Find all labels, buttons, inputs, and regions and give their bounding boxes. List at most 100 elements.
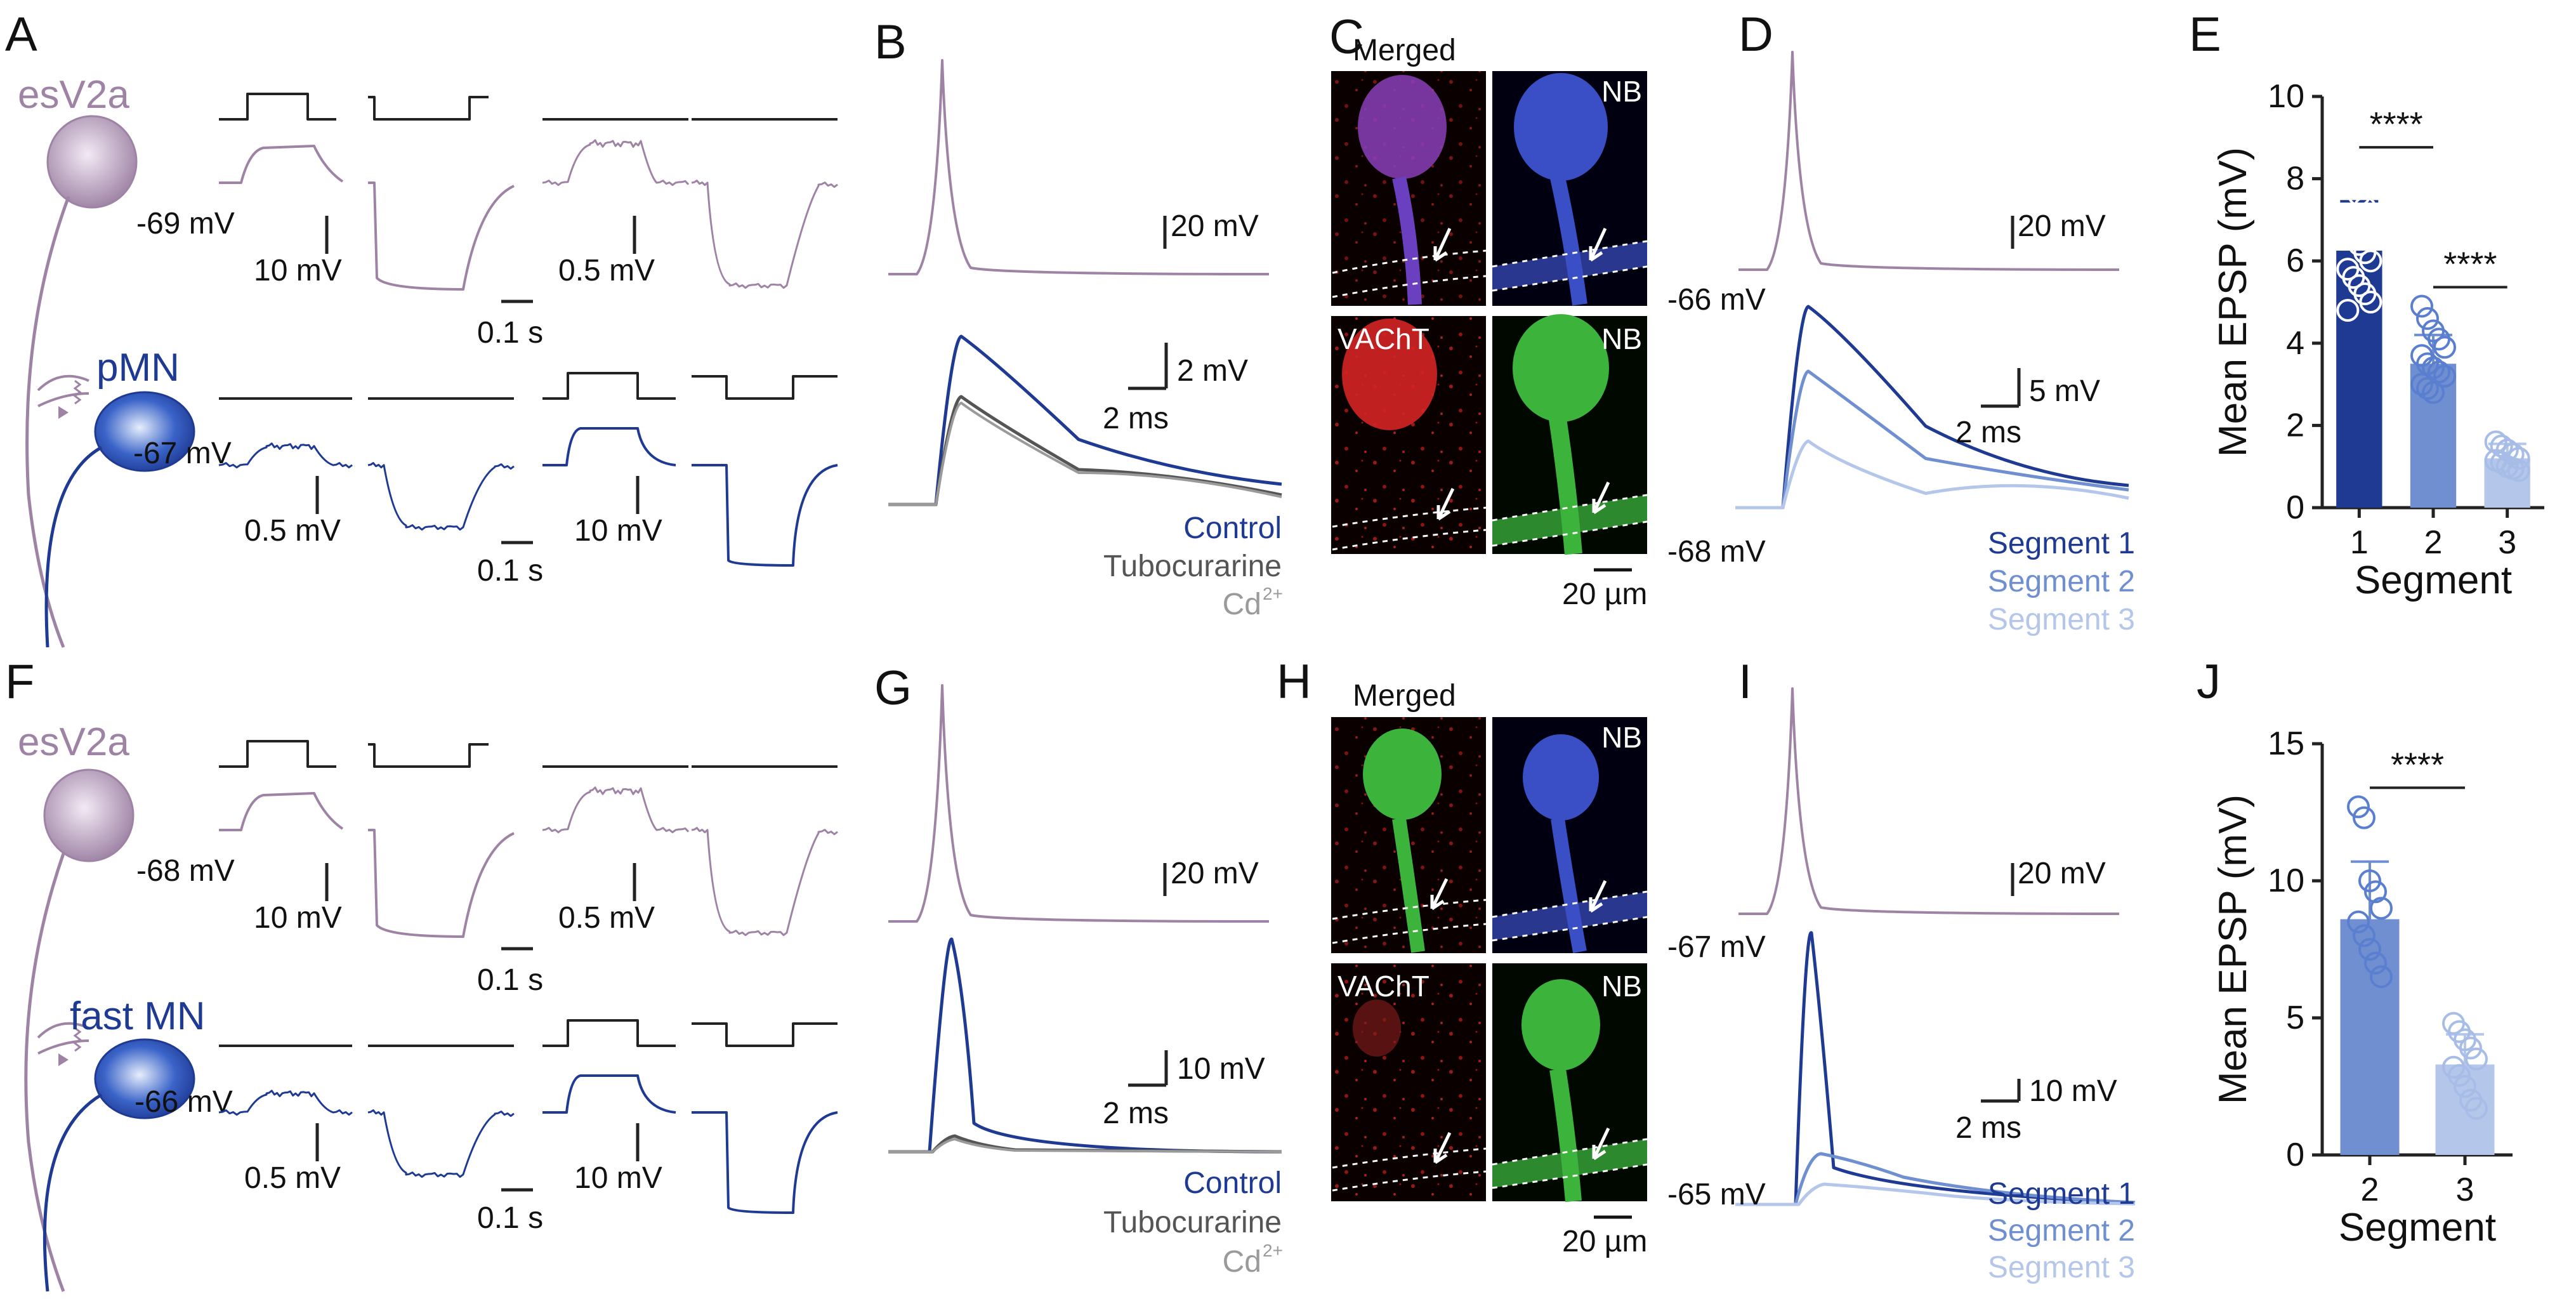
pmn-neuron-soma (94, 391, 195, 472)
data-point (2364, 951, 2387, 975)
scalebar-10mv-I: 10 mV (2029, 1074, 2117, 1108)
data-point (2336, 298, 2360, 322)
data-point (2359, 291, 2382, 313)
scalebar-05mv-esv2a: 0.5 mV (558, 254, 655, 287)
scalebar-05mv-pmn: 0.5 mV (244, 514, 341, 548)
panel-label-A: A (5, 8, 37, 62)
scalebar-20mv-G: 20 mV (1171, 857, 1259, 890)
esv2a-synapse-branch-F (37, 1022, 89, 1055)
legend-segment3-D: Segment 3 (1988, 603, 2135, 636)
current-steps-and-responses-A (218, 93, 838, 567)
panel-label-B: B (874, 15, 907, 69)
data-point (2353, 195, 2377, 219)
epsp-segment3-trace (1735, 1182, 2136, 1206)
data-point (2416, 352, 2439, 376)
epsp-segment1-trace (1735, 305, 2129, 510)
panel-label-F: F (5, 655, 34, 709)
data-point (2433, 336, 2456, 359)
epsp-cd-trace (888, 402, 1282, 506)
y-tick-label: 2 (2286, 407, 2304, 444)
dashed-outline-merged-C (1332, 249, 1487, 298)
x-tick-label: 3 (2456, 1171, 2474, 1208)
dashed-outline-vacht-C (1332, 506, 1487, 551)
scalebar-2mv-B: 2 mV (1177, 354, 1248, 388)
response-trace (692, 1111, 838, 1214)
vacht-puncta-H (1331, 963, 1486, 1201)
x-tick-label: 1 (2350, 524, 2369, 561)
image-label-nb-2-H: NB (1601, 970, 1642, 1003)
data-point (2484, 430, 2507, 454)
panel-label-H: H (1277, 655, 1311, 709)
nerve-bundle-nb-C (1492, 241, 1647, 291)
panel-label-I: I (1738, 655, 1752, 709)
neuron-soma-nb-green-C (1513, 314, 1609, 422)
vacht-soma-C (1342, 319, 1437, 430)
epsp-control-trace (888, 334, 1282, 506)
y-tick-label: 4 (2286, 325, 2304, 362)
arrow-icon (1589, 880, 1607, 913)
response-trace-coupled (367, 1109, 515, 1178)
panel-F: F esV2a fast MN -68 mV -66 mV 10 mV 0.5 … (5, 655, 838, 1292)
command-step-up (542, 1019, 676, 1047)
panel-label-J: J (2197, 655, 2221, 709)
image-label-vacht-H: VAChT (1337, 970, 1429, 1003)
data-point (2422, 356, 2445, 379)
neuron-axon-nb-H (1551, 817, 1587, 953)
cell-label-fast-mn: fast MN (70, 994, 206, 1038)
data-point (2410, 373, 2433, 396)
scalebar-time-A1: 0.1 s (477, 316, 543, 350)
command-step-up (542, 372, 676, 400)
panel-H: H Merged NB VAChT NB 20 µm (1277, 655, 1647, 1258)
arrow-icon (1430, 878, 1449, 911)
y-axis-label: Mean EPSP (mV) (2211, 147, 2255, 457)
esv2a-neuron-soma-F (43, 768, 135, 862)
scalebar-2ms-B: 2 ms (1103, 402, 1169, 435)
data-point (2416, 377, 2439, 400)
legend-cd-B: Cd (1223, 588, 1261, 621)
y-tick-label: 5 (2286, 999, 2304, 1036)
resting-potential-esv2a-F: -68 mV (136, 854, 235, 888)
arrow-icon (1433, 1131, 1452, 1164)
command-step-down (692, 1022, 838, 1047)
fast-mn-neuron-soma (94, 1038, 195, 1119)
dashed-outline-nb-C (1492, 240, 1648, 292)
x-tick-label: 2 (2361, 1171, 2379, 1208)
data-point (2454, 1075, 2476, 1098)
image-label-merged-C: Merged (1353, 34, 1456, 67)
scalebar-2ms-G: 2 ms (1103, 1097, 1169, 1130)
legend-cd-superscript-G: 2+ (1263, 1241, 1283, 1260)
scalebar-5mv-D: 5 mV (2029, 374, 2100, 408)
epsp-tubocurarine-trace (888, 1134, 1282, 1154)
data-point (2358, 869, 2381, 892)
neuron-soma-nb-green-H (1521, 979, 1600, 1071)
legend-segment3-I: Segment 3 (1988, 1251, 2135, 1284)
scalebar-10mv-G: 10 mV (1177, 1052, 1265, 1086)
legend-cd-superscript-B: 2+ (1263, 584, 1283, 603)
scalebar-10mv-esv2a: 10 mV (254, 254, 342, 287)
x-tick-label: 3 (2498, 524, 2516, 561)
data-point (2347, 795, 2370, 819)
panel-D: D 20 mV 5 mV 2 ms -66 mV -68 mV Segment … (1667, 8, 2135, 636)
data-point (2410, 294, 2433, 318)
command-step-down (368, 96, 489, 121)
esv2a-axon-F (24, 853, 65, 1292)
scalebar-10mv-fast-mn: 10 mV (574, 1161, 662, 1195)
data-point (2433, 364, 2456, 388)
data-point (2359, 249, 2382, 273)
x-axis-label: Segment (2355, 558, 2512, 602)
data-point (2490, 434, 2513, 458)
cell-label-pmn: pMN (96, 346, 180, 390)
data-point (2359, 208, 2382, 232)
legend-segment2-I: Segment 2 (1988, 1214, 2135, 1248)
image-label-nb-1-H: NB (1601, 721, 1642, 754)
legend-tubocurarine-B: Tubocurarine (1103, 550, 1282, 583)
panel-label-E: E (2189, 8, 2221, 62)
arrow-icon (1433, 227, 1452, 262)
scalebar-2ms-D: 2 ms (1955, 416, 2021, 449)
significance-stars: **** (2391, 746, 2444, 784)
neuron-axon-nb-C (1550, 176, 1587, 306)
response-trace-coupled (542, 139, 690, 187)
